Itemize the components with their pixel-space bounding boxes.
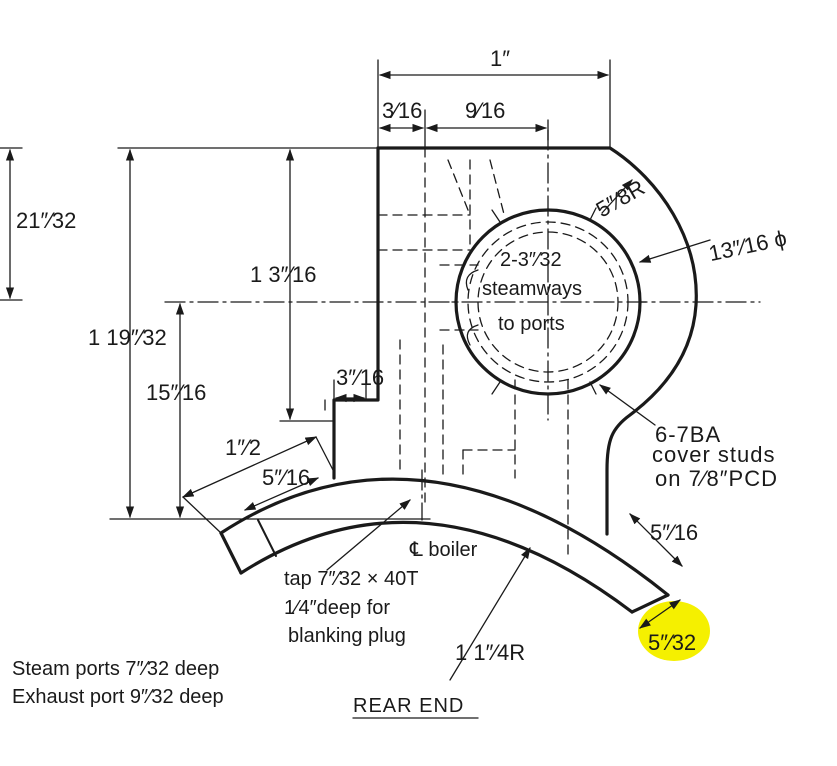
dim-arc-half: 1″⁄2 xyxy=(225,435,261,460)
port-circle xyxy=(451,207,647,396)
label-tap-depth: 1⁄4″deep for xyxy=(284,597,390,619)
hidden-passages xyxy=(377,147,569,561)
dim-right-5-32: 5″⁄32 xyxy=(648,630,696,655)
note-steam-ports: Steam ports 7″⁄32 deep xyxy=(12,658,219,680)
dim-right-5-16: 5″⁄16 xyxy=(650,520,698,545)
label-tap: tap 7″⁄32 × 40T xyxy=(284,568,418,590)
dim-boiler-radius: 1 1″⁄4R xyxy=(455,640,525,665)
dim-radius-5-8: 5″⁄8R xyxy=(592,175,649,223)
note-exhaust-port: Exhaust port 9″⁄32 deep xyxy=(12,686,224,708)
label-studs-count: 6-7BA xyxy=(655,422,721,447)
dim-arc-5-16: 5″⁄16 xyxy=(262,465,310,490)
label-blanking-plug: blanking plug xyxy=(288,625,406,647)
dim-15-16: 15″⁄16 xyxy=(146,380,206,405)
dim-offset-3-16: 3⁄16 xyxy=(382,98,422,123)
label-pcd: on 7⁄8″PCD xyxy=(655,466,778,491)
dim-1-3-16: 1 3″⁄16 xyxy=(250,262,317,287)
centre-lines xyxy=(164,129,761,521)
extension-lines xyxy=(0,59,611,520)
label-steamways-count: 2-3″⁄32 xyxy=(500,249,562,271)
label-steamways: steamways xyxy=(482,278,582,300)
label-to-ports: to ports xyxy=(498,313,565,335)
dim-overall-width: 1″ xyxy=(490,46,510,71)
label-cover-studs: cover studs xyxy=(652,442,776,467)
dim-diameter-13-16: 13″⁄16 ϕ xyxy=(706,225,788,266)
dim-offset-9-16: 9⁄16 xyxy=(465,98,505,123)
dim-1-19-32: 1 19″⁄32 xyxy=(88,325,167,350)
dim-step-3-16: 3″⁄16 xyxy=(336,365,384,390)
dimension-lines xyxy=(5,70,711,719)
dim-left-21-32: 21″⁄32 xyxy=(16,208,76,233)
label-centreline-boiler: ℄ boiler xyxy=(409,539,478,561)
view-title: REAR END xyxy=(353,695,464,717)
